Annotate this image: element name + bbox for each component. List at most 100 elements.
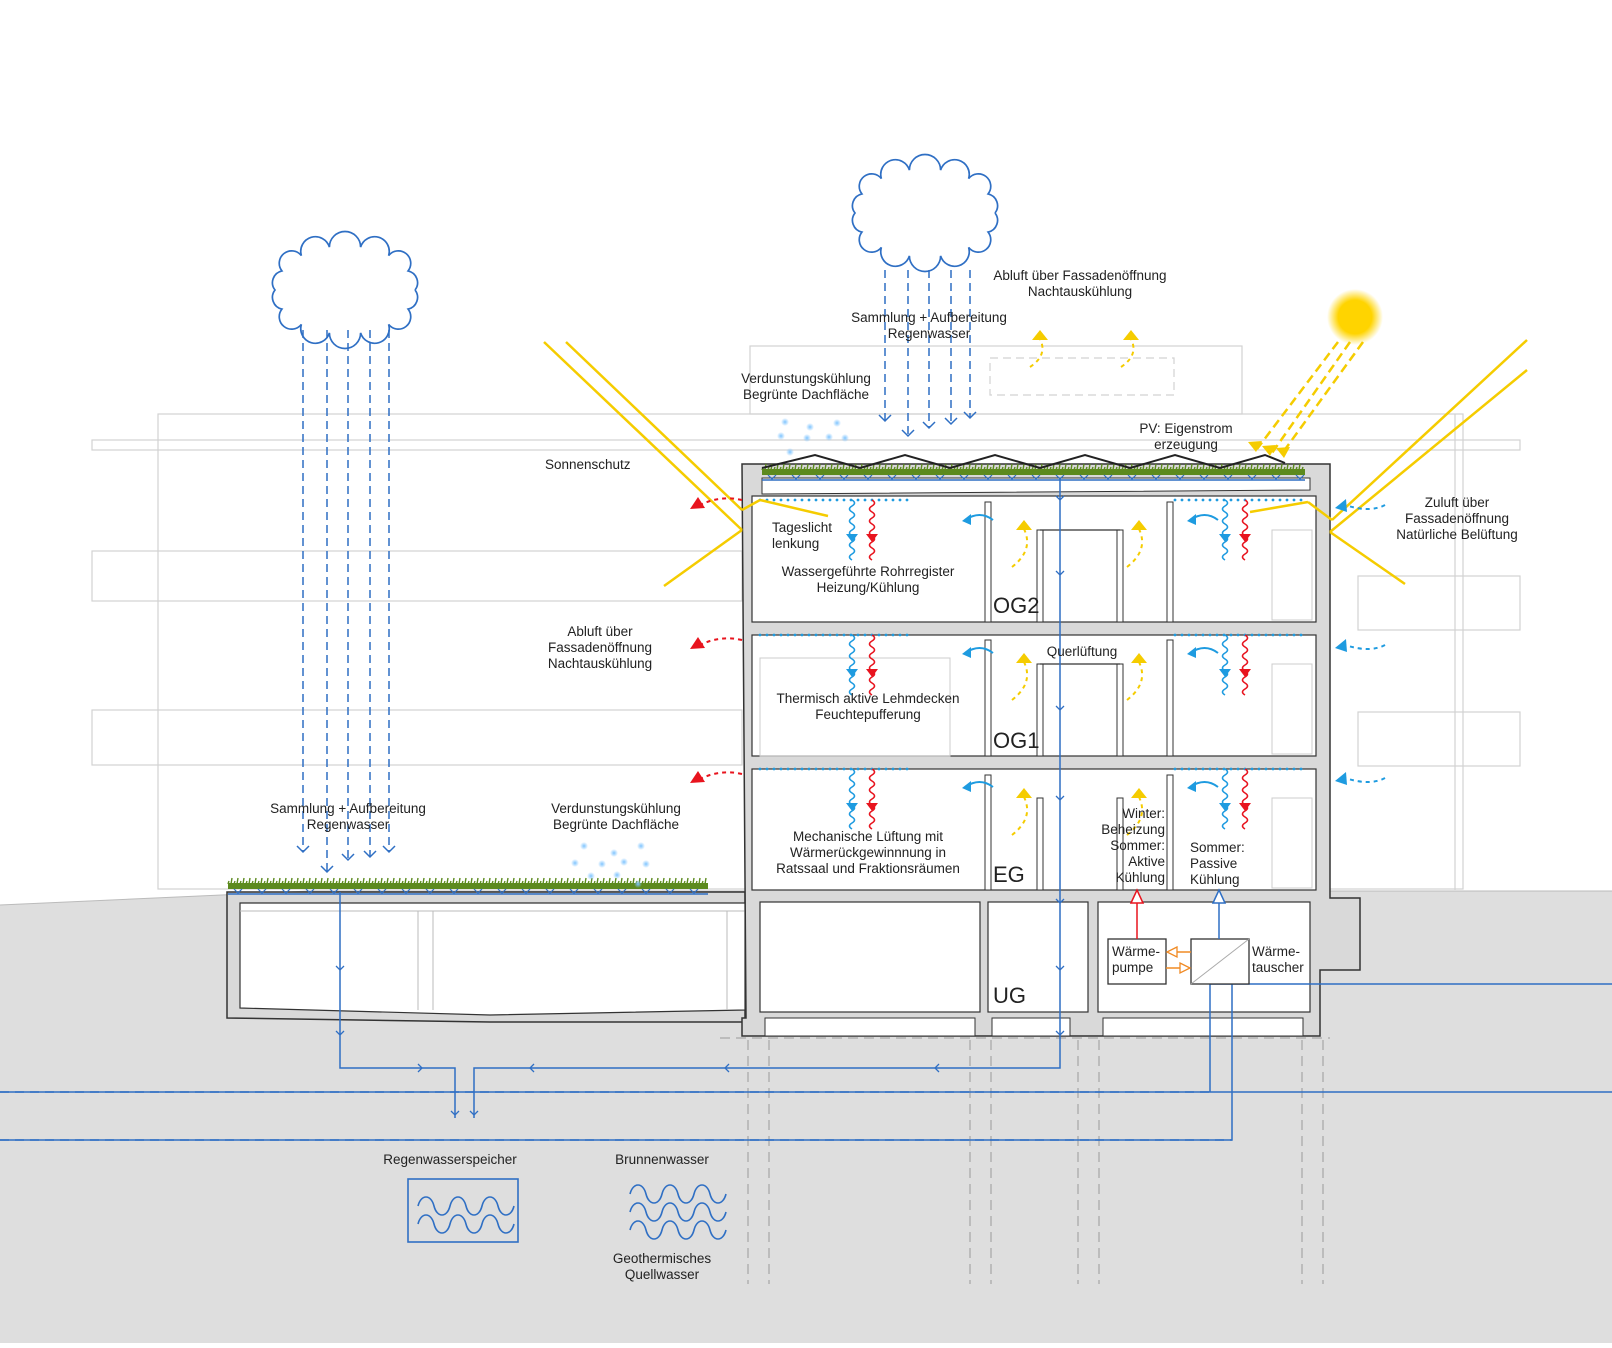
drain-icon <box>401 888 411 894</box>
register-dot <box>1292 633 1296 637</box>
exhaust-air-arrow-head <box>690 771 705 783</box>
drain-icon <box>305 888 315 894</box>
grass-blade <box>485 880 488 885</box>
grass-blade <box>605 880 608 885</box>
grass-blade <box>506 877 509 885</box>
register-dot <box>898 633 902 637</box>
grass-blade <box>332 877 335 885</box>
register-dot <box>772 633 776 637</box>
grass-blade <box>374 877 377 885</box>
grass-blade <box>821 466 824 471</box>
radiant-wave-head <box>846 803 858 811</box>
floor-label-ug: UG <box>993 983 1026 1008</box>
grass-blade <box>1106 463 1109 471</box>
flow-arrow <box>335 965 345 971</box>
grass-blade <box>1055 466 1058 471</box>
grass-blade <box>626 877 629 885</box>
grass-blade <box>773 466 776 471</box>
rain-arrowhead <box>341 853 355 862</box>
flow-arrow <box>1055 965 1065 971</box>
rain-collection-label-left-line: Sammlung + Aufbereitung <box>270 801 426 816</box>
green-roof-label-top-line: Verdunstungskühlung <box>741 371 871 386</box>
grass-blade <box>983 466 986 471</box>
grass-blade <box>569 880 572 885</box>
cross-ventilation-arrow <box>1011 796 1028 836</box>
drain-icon <box>1007 474 1017 480</box>
grass-blade <box>653 880 656 885</box>
grass-blade <box>794 463 797 471</box>
grass-blade <box>527 880 530 885</box>
grass-blade <box>1280 463 1283 471</box>
grass-blade <box>791 466 794 471</box>
grass-blade <box>272 877 275 885</box>
drain-icon <box>887 474 897 480</box>
flow-arrow <box>934 1063 940 1073</box>
register-dot <box>1278 767 1282 771</box>
grass-blade <box>596 877 599 885</box>
grass-blade <box>419 880 422 885</box>
supply-air-arrow <box>1344 504 1386 510</box>
grass-blade <box>449 880 452 885</box>
register-dot <box>849 767 853 771</box>
grass-blade <box>929 466 932 471</box>
grass-blade <box>818 463 821 471</box>
water-droplet <box>806 423 814 431</box>
grass-blade <box>989 466 992 471</box>
grass-blade <box>917 466 920 471</box>
sun-ray <box>1249 500 1309 514</box>
drain-icon <box>1271 474 1281 480</box>
grass-blade <box>662 877 665 885</box>
register-dot <box>1229 498 1233 502</box>
register-dot <box>1271 633 1275 637</box>
register-dot <box>1299 498 1303 502</box>
radiant-wave <box>1221 499 1229 561</box>
grass-blade <box>284 877 287 885</box>
rainwater-tank-label-line: Regenwasserspeicher <box>383 1152 517 1167</box>
register-dot <box>1264 767 1268 771</box>
grass-blade <box>1199 466 1202 471</box>
drain-icon <box>521 888 531 894</box>
register-dot <box>877 498 881 502</box>
drain-icon <box>497 888 507 894</box>
heat-pump-label-line: Wärme- <box>1112 944 1160 959</box>
drain-icon <box>935 474 945 480</box>
grass-blade <box>257 880 260 885</box>
water-droplet <box>637 842 645 850</box>
water-droplet <box>620 858 628 866</box>
grass-blade <box>251 880 254 885</box>
grass-blade <box>473 880 476 885</box>
flow-arrow <box>417 1063 423 1073</box>
grass-blade <box>851 466 854 471</box>
sun-ray-arrowhead <box>1276 447 1290 458</box>
grass-blade <box>428 877 431 885</box>
grass-blade <box>350 877 353 885</box>
sun-ray <box>1256 341 1339 450</box>
exhaust-air-label-left-line: Nachtauskühlung <box>548 656 652 671</box>
rain-arrowhead <box>963 411 977 420</box>
drain-icon <box>1079 474 1089 480</box>
sun-ray-arrowhead <box>1262 445 1276 456</box>
flow-arrow <box>450 1110 460 1116</box>
grass-blade <box>1115 466 1118 471</box>
well-water-label-line: Brunnenwasser <box>615 1152 709 1167</box>
wall <box>984 774 992 891</box>
wall <box>984 501 992 623</box>
wave-line <box>629 1220 727 1240</box>
grass-blade <box>650 877 653 885</box>
register-dot <box>1208 767 1212 771</box>
floor-label-og1: OG1 <box>993 728 1039 753</box>
grass-blade <box>1151 466 1154 471</box>
register-dot <box>786 633 790 637</box>
grass-blade <box>1097 466 1100 471</box>
register-dot <box>877 767 881 771</box>
grass-blade <box>407 880 410 885</box>
drain-icon <box>425 888 435 894</box>
supply-air-arrow <box>1344 644 1386 650</box>
grass-blade <box>446 877 449 885</box>
grass-strip <box>762 469 1305 475</box>
grass-blade <box>692 877 695 885</box>
grass-blade <box>1145 466 1148 471</box>
